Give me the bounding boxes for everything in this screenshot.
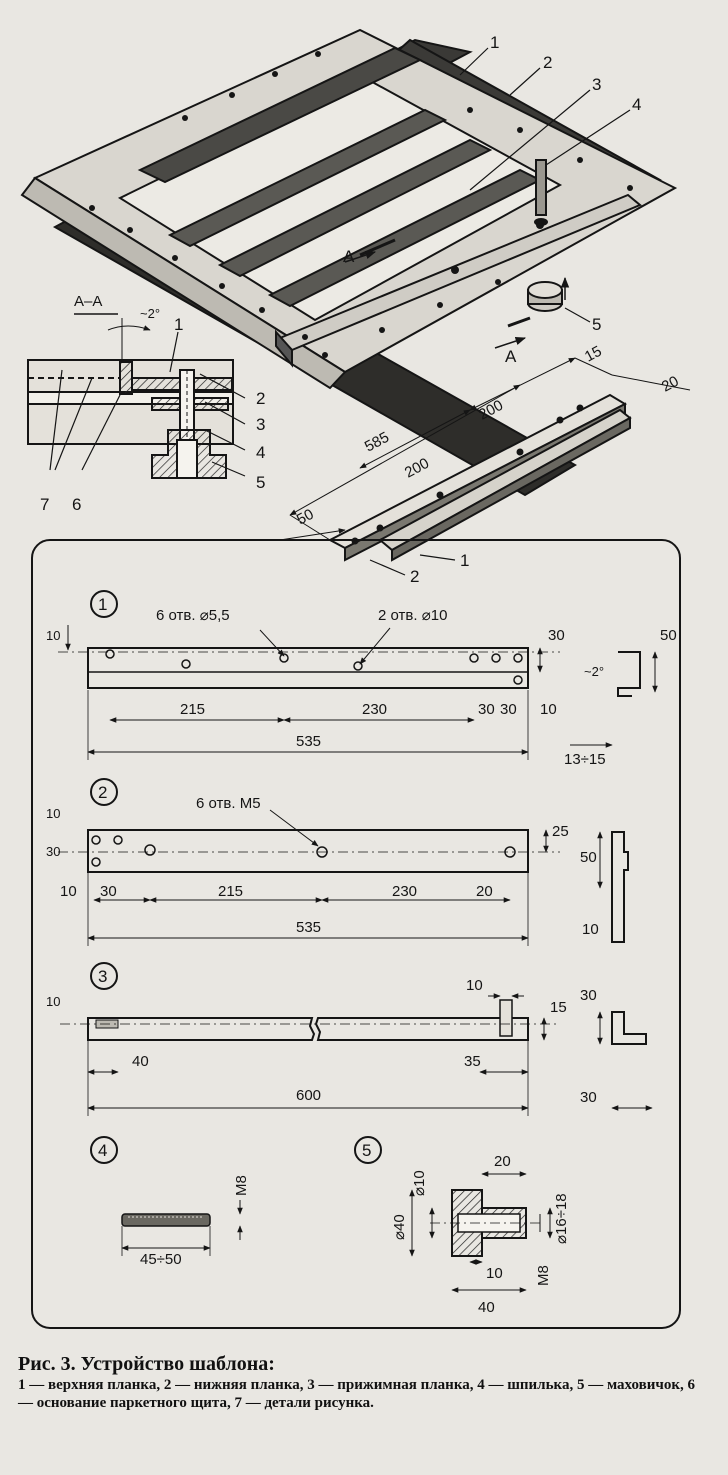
detail-4-number: 4 — [98, 1141, 107, 1160]
d2-dim-10-top: 10 — [46, 806, 60, 821]
d1-dim-215: 215 — [180, 701, 205, 718]
detail-5-labels: 5 ⌀10 20 ⌀40 ⌀16÷18 10 М8 40 — [362, 1141, 570, 1316]
section-title: А–А — [74, 293, 102, 310]
d3-dim-35: 35 — [464, 1053, 481, 1070]
detail-1-holes-a: 6 отв. ⌀5,5 — [156, 607, 230, 624]
d4-dim-45-50: 45÷50 — [140, 1251, 182, 1268]
d5-dim-d40: ⌀40 — [391, 1214, 408, 1240]
strip-dim-200b: 200 — [402, 455, 432, 482]
d1-dim-10-right: 10 — [540, 701, 557, 718]
detail-2-labels: 2 6 отв. М5 10 30 10 30 215 230 20 535 2… — [46, 783, 599, 938]
sec-callout-6: 6 — [72, 495, 81, 514]
section-labels: А–А ~2° 1 2 3 4 5 7 6 — [40, 293, 265, 514]
caption-text: 1 — верхняя планка, 2 — нижняя планка, 3… — [18, 1377, 695, 1411]
iso-callout-1: 1 — [490, 33, 499, 52]
d1-dim-30a: 30 — [478, 701, 495, 718]
strip-dim-50: 50 — [294, 506, 317, 529]
iso-callout-2: 2 — [543, 53, 552, 72]
detail-1 — [58, 590, 658, 760]
d1-dim-535: 535 — [296, 733, 321, 750]
d1-dim-angle: ~2° — [584, 664, 604, 679]
caption-title: Рис. 3. Устройство шаблона: — [18, 1353, 275, 1375]
d1-dim-30-right: 30 — [548, 627, 565, 644]
d1-dim-30b: 30 — [500, 701, 517, 718]
detail-4-labels: 4 М8 45÷50 — [98, 1141, 250, 1268]
strip-dim-20: 20 — [659, 373, 682, 396]
iso-callout-4: 4 — [632, 95, 641, 114]
d5-dim-10: 10 — [486, 1265, 503, 1282]
d5-dim-d16-18: ⌀16÷18 — [553, 1193, 570, 1244]
d3-dim-30-top: 30 — [580, 987, 597, 1004]
sec-callout-3: 3 — [256, 415, 265, 434]
strip-dim-585: 585 — [362, 429, 392, 456]
sec-callout-7: 7 — [40, 495, 49, 514]
d3-dim-15: 15 — [550, 999, 567, 1016]
sec-callout-4: 4 — [256, 443, 265, 462]
d5-dim-m8: М8 — [535, 1265, 552, 1286]
d2-dim-10-bottom: 10 — [60, 883, 77, 900]
detail-1-holes-b: 2 отв. ⌀10 — [378, 607, 447, 624]
d3-dim-40: 40 — [132, 1053, 149, 1070]
d1-dim-13-15: 13÷15 — [564, 751, 606, 768]
d2-dim-30: 30 — [100, 883, 117, 900]
d5-dim-20: 20 — [494, 1153, 511, 1170]
d3-dim-10-top: 10 — [466, 977, 483, 994]
d5-dim-40: 40 — [478, 1299, 495, 1316]
d1-dim-50: 50 — [660, 627, 677, 644]
strip-callout-2: 2 — [410, 567, 419, 586]
iso-callout-3: 3 — [592, 75, 601, 94]
detail-3-labels: 3 10 40 600 10 15 35 30 30 — [46, 967, 597, 1106]
d4-dim-m8: М8 — [233, 1175, 250, 1196]
section-mark-a-top: A — [343, 247, 355, 266]
template-drawing: 1 2 3 4 5 A A А–А ~2° 1 2 3 — [20, 28, 691, 1329]
sec-callout-1: 1 — [174, 315, 183, 334]
strip-view — [279, 357, 691, 576]
d2-dim-230: 230 — [392, 883, 417, 900]
iso-callout-5: 5 — [592, 315, 601, 334]
d2-dim-10-right: 10 — [582, 921, 599, 938]
d2-dim-20: 20 — [476, 883, 493, 900]
section-mark-a-bottom: A — [505, 347, 517, 366]
detail-4 — [90, 1136, 243, 1256]
d2-dim-215: 215 — [218, 883, 243, 900]
detail-1-number: 1 — [98, 595, 107, 614]
d1-dim-230: 230 — [362, 701, 387, 718]
d3-dim-600: 600 — [296, 1087, 321, 1104]
detail-5 — [354, 1136, 553, 1293]
d2-dim-30-left: 30 — [46, 844, 60, 859]
detail-1-labels: 1 6 отв. ⌀5,5 2 отв. ⌀10 10 215 230 30 3… — [46, 595, 677, 768]
detail-3 — [60, 962, 653, 1116]
d3-dim-30-bottom: 30 — [580, 1089, 597, 1106]
strip-callout-1: 1 — [460, 551, 469, 570]
section-angle: ~2° — [140, 306, 160, 321]
detail-2 — [58, 778, 629, 946]
section-a-a — [27, 313, 246, 479]
detail-2-number: 2 — [98, 783, 107, 802]
isometric-assembly — [20, 28, 678, 497]
d3-dim-10-left: 10 — [46, 994, 60, 1009]
sec-callout-5: 5 — [256, 473, 265, 492]
d2-dim-25: 25 — [552, 823, 569, 840]
iso-callouts: 1 2 3 4 5 A A — [343, 33, 641, 366]
d5-dim-d10: ⌀10 — [411, 1170, 428, 1196]
d1-dim-10-left: 10 — [46, 628, 60, 643]
detail-5-number: 5 — [362, 1141, 371, 1160]
detail-2-holes: 6 отв. М5 — [196, 795, 261, 812]
d2-dim-50: 50 — [580, 849, 597, 866]
d2-dim-535: 535 — [296, 919, 321, 936]
details-panel — [31, 539, 681, 1329]
detail-3-number: 3 — [98, 967, 107, 986]
sec-callout-2: 2 — [256, 389, 265, 408]
figure-caption: Рис. 3. Устройство шаблона: 1 — верхняя … — [18, 1352, 698, 1412]
strip-dim-15: 15 — [582, 343, 605, 366]
